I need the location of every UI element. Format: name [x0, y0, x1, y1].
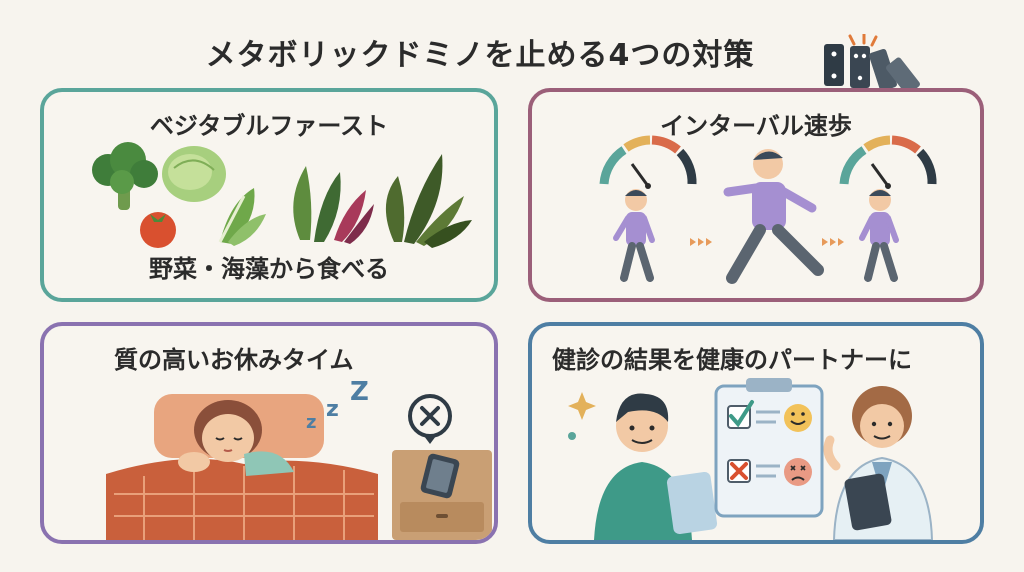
card-title: 健診の結果を健康のパートナーに — [552, 346, 912, 374]
sparkle-icon — [568, 432, 576, 440]
speed-gauge-icon — [839, 135, 937, 189]
walking-person-icon — [613, 189, 655, 282]
checkmark-icon — [729, 400, 754, 428]
bokchoy-icon — [218, 188, 266, 246]
no-phone-icon — [408, 394, 452, 444]
checklist-icon — [714, 378, 824, 518]
speed-gauge-icon — [599, 135, 697, 189]
card-title: ベジタブルファースト — [149, 112, 389, 140]
card-caption: 野菜・海藻から食べる — [149, 255, 389, 283]
card-title: 質の高いお休みタイム — [114, 346, 354, 374]
smile-face-icon — [784, 404, 812, 432]
cross-icon — [730, 462, 748, 480]
card-vegetable-first: ベジタブルファースト — [40, 88, 498, 302]
sleep-zzz-text: z z Z — [306, 377, 369, 433]
chevrons-icon — [690, 238, 712, 246]
tomato-icon — [140, 212, 176, 248]
sleeping-person-icon — [178, 400, 294, 476]
seaweed-icon — [293, 166, 374, 244]
page-title: メタボリックドミノを止める4つの対策 — [205, 38, 755, 73]
svg-text:z: z — [326, 397, 339, 422]
card-interval-walking: インターバル速歩 — [528, 88, 984, 302]
sleep-illustration: z z Z — [106, 377, 492, 540]
card-health-check: 健診の結果を健康のパートナーに — [528, 322, 984, 544]
walking-illustration — [599, 135, 937, 284]
running-person-icon — [723, 149, 824, 284]
health-check-illustration — [568, 378, 934, 540]
card-quality-sleep: 質の高いお休みタイム z z Z — [40, 322, 498, 544]
doctor-icon — [823, 386, 934, 540]
sparkle-icon — [568, 392, 596, 420]
walking-person-icon — [859, 189, 899, 282]
seaweed-icon — [385, 154, 472, 248]
svg-text:z: z — [306, 412, 316, 433]
vegetables-illustration — [92, 142, 472, 248]
lettuce-icon — [162, 146, 226, 202]
tablet-icon — [666, 471, 718, 535]
domino-icon — [824, 34, 920, 94]
smartphone-icon — [420, 453, 460, 499]
card-title: インターバル速歩 — [660, 112, 852, 140]
sad-face-icon — [784, 458, 812, 486]
broccoli-icon — [92, 142, 158, 210]
svg-text:Z: Z — [350, 377, 369, 407]
header: メタボリックドミノを止める4つの対策 — [0, 24, 1024, 94]
chevrons-icon — [822, 238, 844, 246]
